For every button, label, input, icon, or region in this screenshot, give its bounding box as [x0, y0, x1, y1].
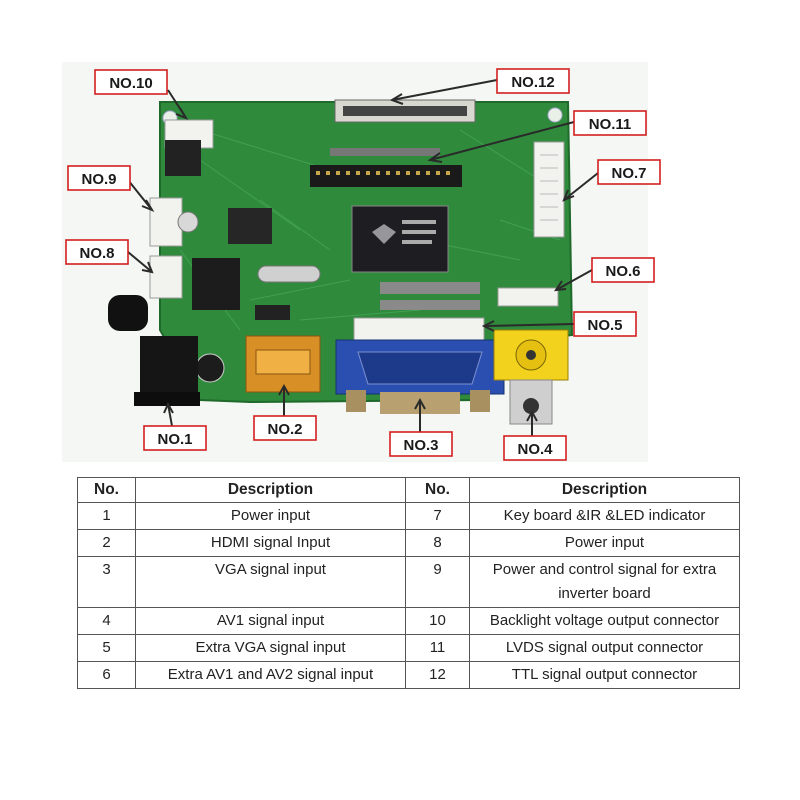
row-number: 11 [406, 635, 470, 662]
row-number: 2 [78, 530, 136, 557]
callout-no10-label: NO.10 [109, 75, 152, 92]
row-number: 4 [78, 608, 136, 635]
row-number: 1 [78, 503, 136, 530]
row-description: Power and control signal for extra inver… [470, 557, 740, 608]
callout-no1: NO.1 [144, 426, 206, 450]
callout-no7: NO.7 [598, 160, 660, 184]
callout-no3: NO.3 [390, 432, 452, 456]
main-chip [352, 206, 448, 272]
board-figure: NO.10 NO.12 NO.11 NO.9 NO.7 NO.8 NO.6 NO… [0, 0, 800, 470]
row-number: 5 [78, 635, 136, 662]
row-description: Backlight voltage output connector [470, 608, 740, 635]
row-description: LVDS signal output connector [470, 635, 740, 662]
row-number: 10 [406, 608, 470, 635]
callout-no10: NO.10 [95, 70, 167, 94]
power-input-connector-8 [150, 256, 182, 298]
callout-no11-label: NO.11 [589, 116, 632, 133]
callout-no11: NO.11 [574, 111, 646, 135]
callout-no2-label: NO.2 [267, 421, 302, 438]
table-row: 3 VGA signal input 9 Power and control s… [78, 557, 740, 608]
callout-no5-label: NO.5 [587, 317, 622, 334]
row-description: Extra VGA signal input [136, 635, 406, 662]
row-number: 7 [406, 503, 470, 530]
row-number: 6 [78, 662, 136, 689]
description-table: No. Description No. Description 1 Power … [77, 477, 740, 689]
callout-no8: NO.8 [66, 240, 128, 264]
extra-av-connector [498, 288, 558, 306]
hdmi-port [246, 336, 320, 392]
callout-no6: NO.6 [592, 258, 654, 282]
row-description: Power input [470, 530, 740, 557]
table-row: 6 Extra AV1 and AV2 signal input 12 TTL … [78, 662, 740, 689]
row-number: 3 [78, 557, 136, 608]
row-description: Power input [136, 503, 406, 530]
callout-no8-label: NO.8 [79, 245, 114, 262]
row-number: 12 [406, 662, 470, 689]
callout-no4: NO.4 [504, 436, 566, 460]
table-row: 4 AV1 signal input 10 Backlight voltage … [78, 608, 740, 635]
table-row: 1 Power input 7 Key board &IR &LED indic… [78, 503, 740, 530]
row-number: 9 [406, 557, 470, 608]
callout-no2: NO.2 [254, 416, 316, 440]
callout-no12-label: NO.12 [511, 74, 554, 91]
header-no-left: No. [78, 478, 136, 503]
header-description-right: Description [470, 478, 740, 503]
row-description: Key board &IR &LED indicator [470, 503, 740, 530]
extra-vga-connector [354, 318, 484, 340]
callout-no5: NO.5 [574, 312, 636, 336]
row-description: Extra AV1 and AV2 signal input [136, 662, 406, 689]
row-description: HDMI signal Input [136, 530, 406, 557]
crystal [258, 266, 320, 282]
callout-no7-label: NO.7 [611, 165, 646, 182]
header-no-right: No. [406, 478, 470, 503]
table-row: 2 HDMI signal Input 8 Power input [78, 530, 740, 557]
jack-plug [108, 295, 148, 331]
row-number: 8 [406, 530, 470, 557]
callout-no9-label: NO.9 [81, 171, 116, 188]
power-jack [134, 336, 200, 406]
row-description: AV1 signal input [136, 608, 406, 635]
table-row: 5 Extra VGA signal input 11 LVDS signal … [78, 635, 740, 662]
callout-no9: NO.9 [68, 166, 130, 190]
inverter-connector [150, 198, 182, 246]
keyboard-connector [534, 142, 564, 237]
callout-no6-label: NO.6 [605, 263, 640, 280]
table-header-row: No. Description No. Description [78, 478, 740, 503]
callout-no12: NO.12 [497, 69, 569, 93]
callout-no1-label: NO.1 [157, 431, 192, 448]
ttl-connector [335, 100, 475, 122]
row-description: VGA signal input [136, 557, 406, 608]
callout-no4-label: NO.4 [517, 441, 553, 458]
callout-no3-label: NO.3 [403, 437, 438, 454]
row-description: TTL signal output connector [470, 662, 740, 689]
header-description-left: Description [136, 478, 406, 503]
